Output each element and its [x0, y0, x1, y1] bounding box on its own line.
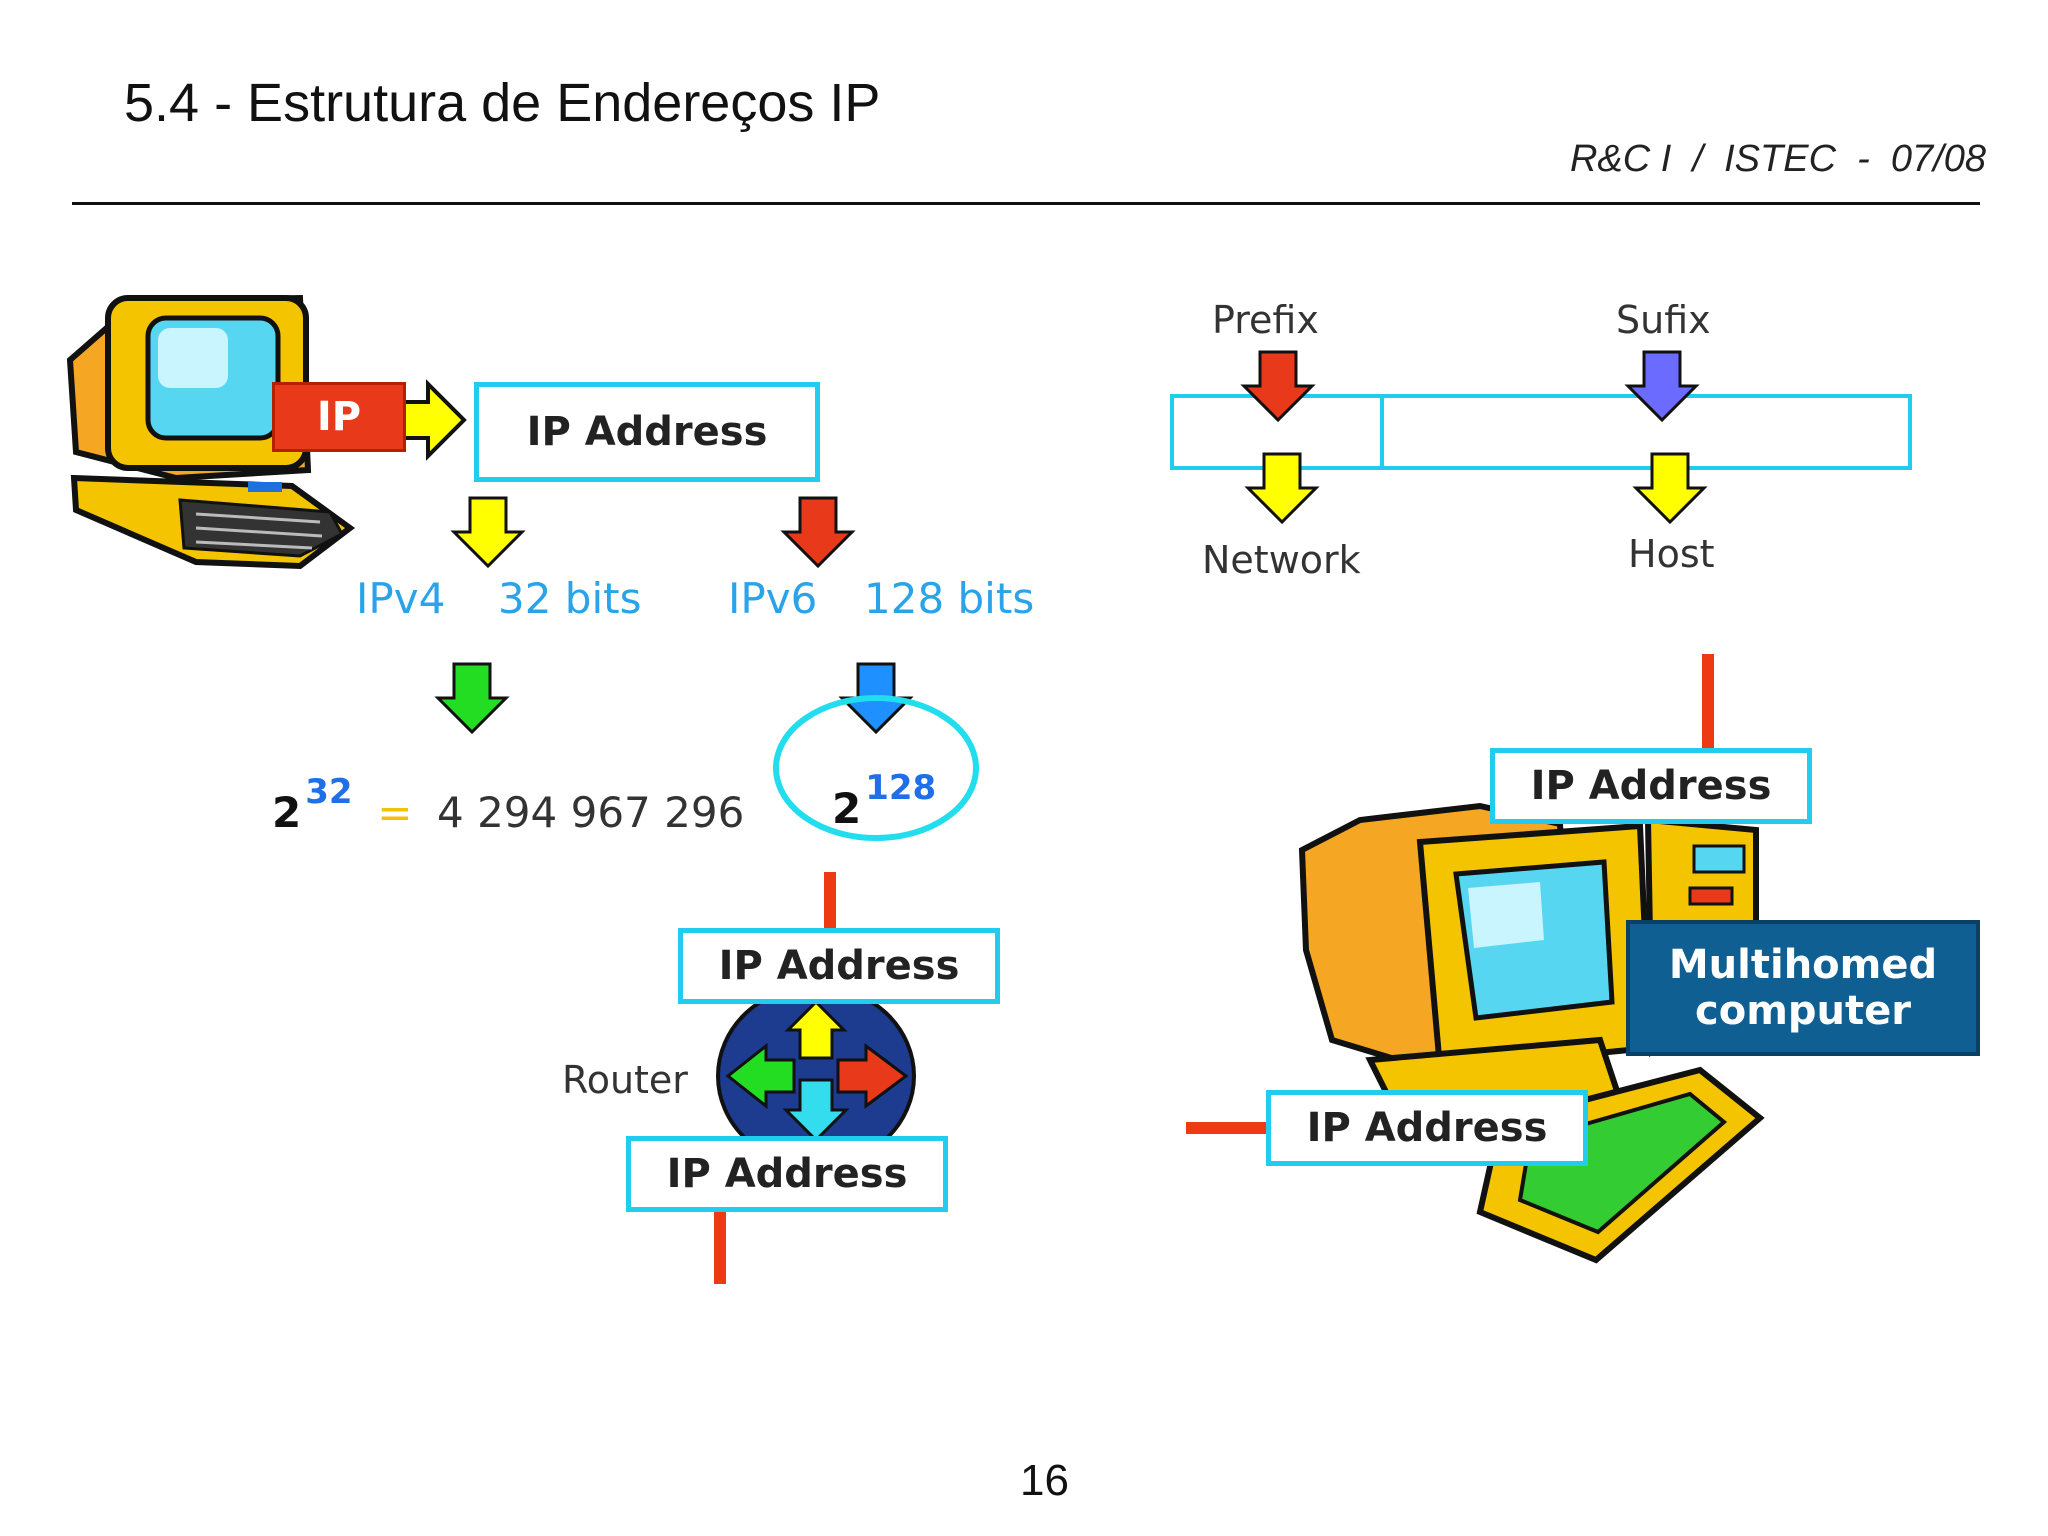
multihomed-left-ip-address: IP Address — [1266, 1090, 1588, 1166]
prefix-label: Prefix — [1212, 298, 1319, 342]
arrow-down-icon — [1242, 350, 1314, 422]
sufix-label: Sufix — [1616, 298, 1711, 342]
ip-tag: IP — [272, 382, 406, 452]
multihomed-top-ip-address: IP Address — [1490, 748, 1812, 824]
ipv4-base: 2 — [272, 788, 302, 837]
ipv6-bits: 128 bits — [864, 574, 1035, 623]
arrow-down-icon — [1634, 452, 1706, 524]
page-title: 5.4 - Estrutura de Endereços IP — [124, 73, 881, 133]
router-bottom-ip-address: IP Address — [626, 1136, 948, 1212]
ipv4-label: IPv4 — [356, 574, 446, 623]
ipv6-base: 2 — [832, 784, 862, 833]
router-top-ip-address: IP Address — [678, 928, 1000, 1004]
ipv6-highlight-ellipse — [773, 695, 979, 841]
router-label: Router — [562, 1058, 688, 1102]
multihomed-label: Multihomed computer — [1626, 920, 1980, 1056]
ipv4-count: 4 294 967 296 — [437, 788, 745, 837]
ipv6-label: IPv6 — [728, 574, 818, 623]
ipv6-exponent: 128 — [865, 768, 937, 808]
arrow-down-icon — [782, 496, 854, 568]
header-divider — [72, 202, 1980, 205]
multihomed-label-line2: computer — [1695, 988, 1911, 1034]
equals-sign: = — [377, 788, 413, 837]
host-label: Host — [1628, 532, 1715, 576]
router-icon — [716, 984, 916, 1168]
arrow-down-icon — [1626, 350, 1698, 422]
page-number: 16 — [1020, 1456, 1069, 1505]
arrow-right-icon — [398, 379, 467, 461]
multihomed-label-line1: Multihomed — [1668, 942, 1938, 988]
address-bar — [1170, 394, 1912, 470]
arrow-down-icon — [1246, 452, 1318, 524]
ip-address-box: IP Address — [474, 382, 820, 482]
ipv4-exponent: 32 — [305, 772, 353, 812]
computer-icon — [66, 294, 356, 570]
arrow-down-icon — [452, 496, 524, 568]
arrow-down-icon — [436, 662, 508, 734]
course-label: R&C I / ISTEC - 07/08 — [1569, 138, 1986, 180]
ipv4-bits: 32 bits — [498, 574, 642, 623]
network-label: Network — [1202, 538, 1361, 582]
